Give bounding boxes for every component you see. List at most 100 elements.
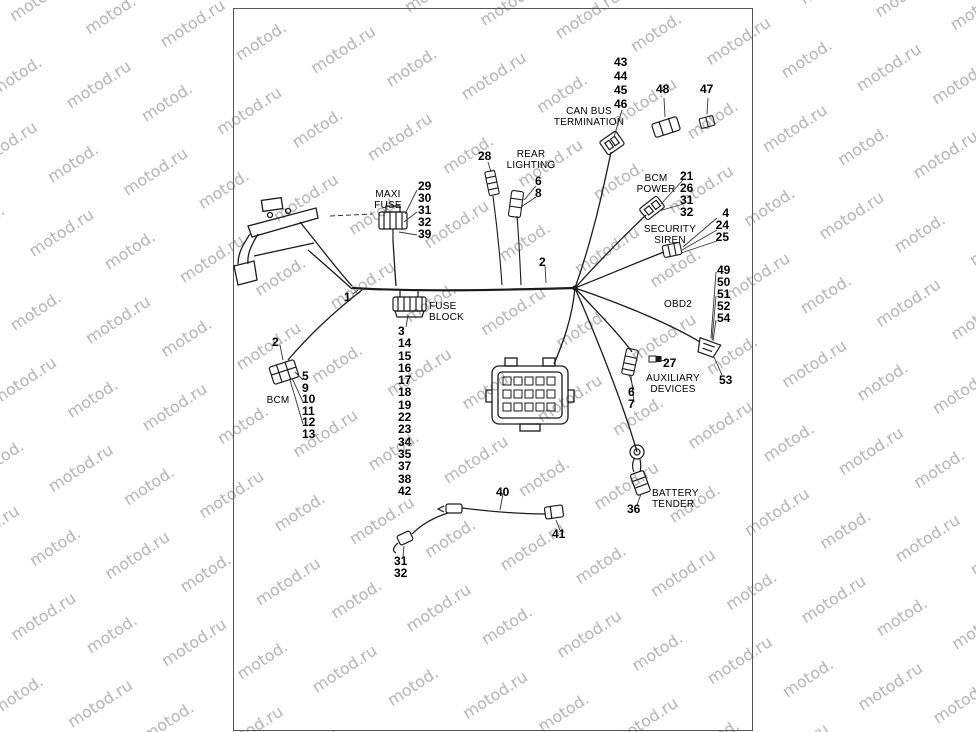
callout-number: 32: [680, 205, 694, 219]
label-bcm-power: BCM POWER: [634, 173, 678, 195]
label-line: POWER: [636, 184, 676, 195]
label-obd2: OBD2: [661, 299, 695, 310]
callout-number: 54: [717, 311, 731, 325]
obd2-connector-icon: [697, 336, 722, 359]
maxi-fuse-icon: [378, 205, 408, 240]
label-line: TENDER: [652, 499, 695, 510]
callout-group-can-bus: 43 44 45 46: [614, 55, 627, 111]
callout-number: 50: [717, 275, 731, 289]
callout-group-maxi-fuse: 29 30 31 32 39: [418, 180, 431, 240]
label-line: REAR: [516, 149, 546, 160]
callout-2-trunk: 2: [539, 255, 546, 269]
callout-number: 18: [398, 385, 412, 400]
callout-number: 21: [680, 169, 694, 183]
callout-number: 4: [722, 206, 729, 220]
label-fuse-block: FUSE BLOCK: [429, 301, 491, 323]
grommet-27-icon: [648, 355, 662, 363]
callout-group-fuse-block: 3 14 15 16 17 18 19 22 23 34 35 37 38 42: [398, 325, 411, 497]
label-rear-lighting: REAR LIGHTING: [502, 149, 560, 171]
callout-27: 27: [663, 356, 677, 370]
callout-number: 15: [398, 348, 412, 363]
label-bcm: BCM: [262, 395, 294, 406]
callout-number: 29: [418, 179, 432, 193]
connector-48-icon: [651, 116, 681, 138]
harness-trunk: [351, 239, 576, 292]
callout-number: 31: [394, 554, 408, 568]
label-maxi-fuse: MAXI FUSE: [361, 189, 415, 211]
callout-number: 31: [680, 193, 694, 207]
callout-group-security-siren: 4 24 25: [711, 207, 729, 243]
callout-number: 23: [398, 422, 412, 437]
bcm-power-connector-icon: [639, 195, 665, 221]
callout-number: 5: [302, 369, 309, 383]
callout-number: 6: [535, 174, 542, 188]
callout-number: 38: [398, 471, 412, 486]
label-line: FUSE BLOCK: [429, 301, 464, 323]
callout-number: 7: [628, 397, 635, 411]
callout-number: 39: [418, 227, 432, 241]
callout-number: 45: [614, 83, 628, 97]
callout-number: 35: [398, 446, 412, 461]
callout-number: 13: [302, 426, 316, 441]
callout-28: 28: [478, 149, 492, 163]
label-line: SECURITY: [643, 224, 697, 235]
leader-lines: [279, 97, 723, 558]
label-line: DEVICES: [650, 384, 696, 395]
callout-number: 32: [394, 566, 408, 580]
callout-number: 17: [398, 373, 412, 388]
label-battery-tender: BATTERY TENDER: [652, 488, 702, 510]
callout-number: 32: [418, 215, 432, 229]
label-line: OBD2: [663, 299, 693, 310]
fuse-block-icon: [392, 290, 427, 318]
aux-devices-connector-icon: [621, 347, 639, 377]
label-line: BCM: [266, 395, 290, 406]
callout-1: 1: [344, 290, 351, 304]
dashed-leader: [329, 213, 373, 217]
connector-28-icon: [484, 169, 500, 197]
tender-cable-icon: [392, 503, 565, 554]
rear-lighting-connector-icon: [507, 190, 525, 218]
callout-group-bcm: 5 9 10 11 12 13: [302, 369, 316, 441]
callout-group-cable: 31 32: [394, 555, 407, 579]
callout-number: 51: [717, 287, 731, 301]
callout-group-rear-lighting: 6 8: [535, 175, 542, 199]
label-line: BCM: [644, 173, 668, 184]
callout-number: 3: [398, 324, 405, 338]
callout-number: 25: [715, 230, 729, 244]
callout-36: 36: [627, 502, 641, 516]
label-line: LIGHTING: [506, 160, 556, 171]
callout-number: 44: [614, 69, 628, 83]
label-auxiliary-devices: AUXILIARY DEVICES: [644, 373, 702, 395]
callout-number: 42: [398, 483, 412, 498]
callout-2-bcm: 2: [272, 335, 279, 349]
callout-48: 48: [656, 82, 670, 96]
callout-number: 8: [535, 186, 542, 200]
label-line: SIREN: [654, 235, 686, 246]
callout-number: 34: [398, 434, 412, 449]
connector-47-icon: [698, 115, 716, 129]
callout-number: 14: [398, 336, 412, 351]
callout-number: 22: [398, 410, 412, 425]
callout-41: 41: [552, 527, 566, 541]
callout-group-obd2: 49 50 51 52 54: [717, 264, 730, 324]
callout-number: 46: [614, 97, 628, 111]
label-security-siren: SECURITY SIREN: [643, 224, 697, 246]
label-can-bus-termination: CAN BUS TERMINATION: [551, 106, 627, 128]
bcm-connector-icon: [268, 359, 300, 385]
frame-bracket-icon: [233, 196, 353, 290]
label-line: BATTERY: [652, 488, 699, 499]
label-line: AUXILIARY: [646, 373, 700, 384]
callout-group-bcm-power: 21 26 31 32: [680, 170, 693, 218]
label-line: CAN BUS: [566, 106, 612, 117]
callout-47: 47: [700, 82, 714, 96]
label-line: MAXI FUSE: [374, 189, 402, 211]
security-siren-connector-icon: [661, 242, 683, 258]
callout-number: 19: [398, 397, 412, 412]
harness-branches: [287, 151, 701, 453]
label-line: TERMINATION: [553, 117, 625, 128]
callout-number: 6: [628, 385, 635, 399]
callout-number: 30: [418, 191, 432, 205]
